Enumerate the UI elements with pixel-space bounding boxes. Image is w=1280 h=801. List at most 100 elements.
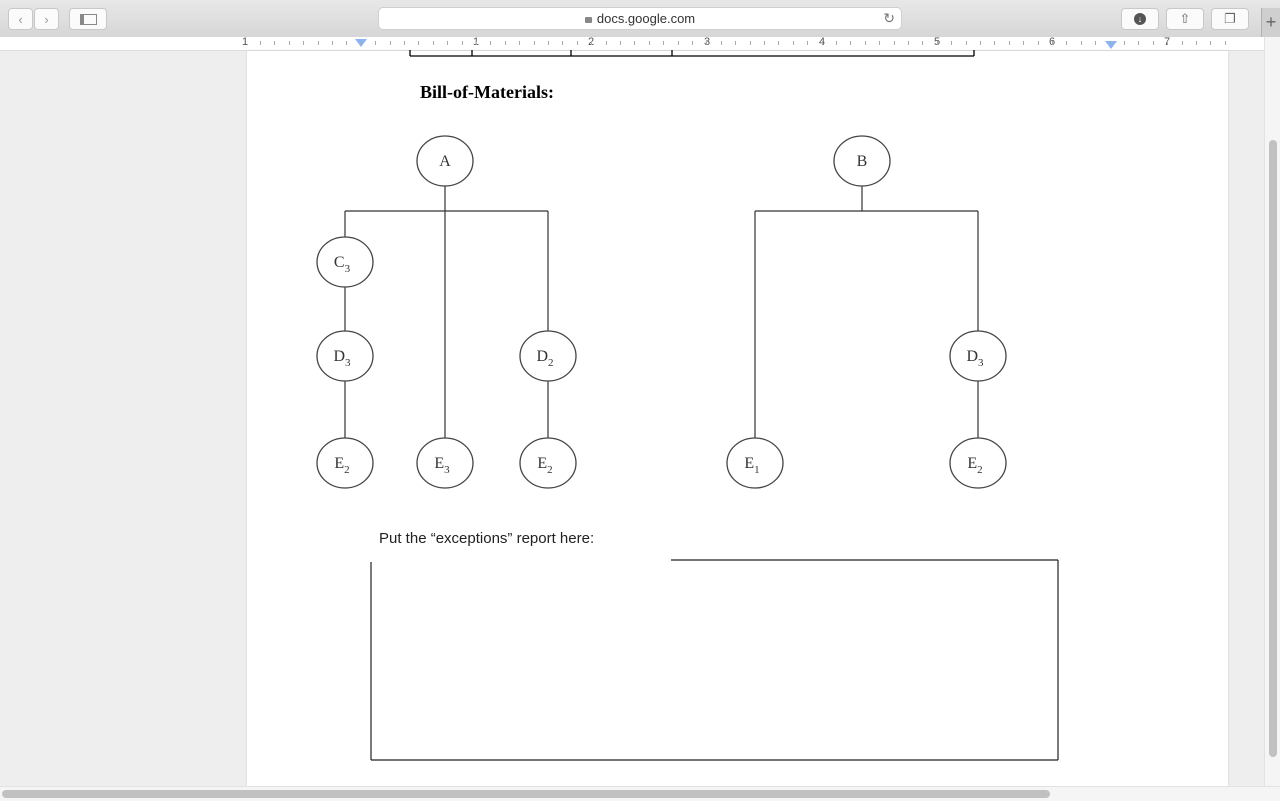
ruler-tick: [1124, 41, 1125, 45]
sidebar-icon: [79, 13, 97, 25]
ruler-tick: [1210, 41, 1212, 45]
ruler-tick: [548, 41, 549, 45]
bom-node-subscript: 3: [444, 464, 450, 476]
ruler-tick: [648, 41, 650, 45]
tabs-button[interactable]: ❐: [1211, 8, 1249, 30]
ruler-tick: [1037, 41, 1039, 45]
ruler-tick: [1008, 41, 1010, 45]
ruler-tick: [893, 41, 895, 45]
ruler-tick: [1066, 41, 1068, 45]
bom-node: [316, 236, 374, 288]
ruler-tick: [908, 41, 909, 45]
chevron-right-icon: ›: [44, 11, 49, 27]
ruler-tick: [850, 41, 852, 45]
bom-node: [316, 437, 374, 489]
ruler-tick: [1181, 41, 1183, 45]
bom-node-subscript: 2: [977, 464, 983, 476]
ruler-tick: [994, 41, 996, 45]
ruler-tick: [965, 41, 967, 45]
ruler-tick: [864, 41, 866, 45]
bom-heading: Bill-of-Materials:: [420, 82, 554, 102]
download-icon: ↓: [1134, 13, 1146, 25]
new-tab-button[interactable]: +: [1261, 8, 1280, 37]
right-indent-marker[interactable]: [1105, 41, 1117, 49]
bom-node-label: A: [439, 153, 451, 170]
share-icon: ⇧: [1179, 11, 1191, 26]
ruler-tick: [375, 41, 377, 45]
tabs-icon: ❐: [1224, 11, 1236, 26]
sidebar-button[interactable]: [69, 8, 107, 30]
bom-node-subscript: 2: [548, 357, 554, 369]
ruler-tick: [447, 41, 449, 45]
ruler-tick: [1224, 41, 1226, 45]
ruler-label: 1: [242, 36, 249, 48]
bom-node-subscript: 3: [345, 357, 351, 369]
ruler-tick: [692, 41, 693, 45]
bom-node: [949, 437, 1007, 489]
reload-icon[interactable]: ↻: [883, 10, 895, 26]
ruler-tick: [274, 41, 276, 45]
bom-node: [316, 330, 374, 382]
horizontal-scroll-thumb[interactable]: [2, 790, 1050, 798]
ruler-tick: [735, 41, 737, 45]
ruler-tick: [879, 41, 881, 45]
document-page[interactable]: [247, 51, 1228, 786]
vertical-scroll-thumb[interactable]: [1269, 140, 1277, 757]
ruler-tick: [490, 41, 492, 45]
bom-node: [416, 135, 474, 187]
bom-node: [833, 135, 891, 187]
ruler-tick: [1052, 41, 1053, 45]
forward-button[interactable]: ›: [34, 8, 59, 30]
ruler-tick: [346, 41, 348, 45]
bom-node-subscript: 1: [754, 464, 760, 476]
ruler-label: 7: [1164, 36, 1170, 48]
bom-node: [726, 437, 784, 489]
lock-icon: [584, 17, 592, 23]
bom-node: [416, 437, 474, 489]
ruler-tick: [720, 41, 722, 45]
bom-node: [519, 330, 577, 382]
ruler[interactable]: 1 1 2 3 4 5 6 7: [0, 36, 1264, 51]
bom-node-subscript: 3: [345, 263, 351, 275]
ruler-tick: [821, 41, 823, 45]
table-fragment: [409, 50, 975, 57]
ruler-tick: [360, 41, 362, 45]
horizontal-scrollbar[interactable]: [0, 786, 1280, 801]
bom-node-subscript: 2: [344, 464, 350, 476]
ruler-tick: [476, 41, 477, 45]
ruler-tick: [980, 41, 981, 45]
bom-node-subscript: 3: [978, 357, 984, 369]
back-button[interactable]: ‹: [8, 8, 33, 30]
ruler-tick: [332, 41, 333, 45]
share-button[interactable]: ⇧: [1166, 8, 1204, 30]
ruler-tick: [634, 41, 636, 45]
ruler-tick: [951, 41, 953, 45]
ruler-tick: [591, 41, 593, 45]
ruler-tick: [677, 41, 679, 45]
ruler-tick: [432, 41, 434, 45]
browser-toolbar: ‹ › docs.google.com ↻ ↓ ⇧ ❐ +: [0, 0, 1280, 38]
ruler-tick: [936, 41, 938, 45]
ruler-tick: [303, 41, 305, 45]
plus-icon: +: [1265, 12, 1277, 32]
url-text: docs.google.com: [596, 11, 696, 26]
ruler-tick: [562, 41, 564, 45]
ruler-tick: [533, 41, 535, 45]
ruler-tick: [922, 41, 924, 45]
ruler-tick: [418, 41, 420, 45]
address-bar[interactable]: docs.google.com ↻: [378, 7, 902, 30]
ruler-tick: [1152, 41, 1154, 45]
ruler-tick: [1109, 41, 1111, 45]
ruler-tick: [576, 41, 578, 45]
bom-node: [519, 437, 577, 489]
ruler-tick: [404, 41, 405, 45]
ruler-tick: [706, 41, 708, 45]
bom-node: [949, 330, 1007, 382]
vertical-scrollbar[interactable]: [1264, 37, 1280, 786]
ruler-tick: [807, 41, 809, 45]
ruler-tick: [389, 41, 391, 45]
ruler-tick: [1095, 41, 1097, 45]
download-button[interactable]: ↓: [1121, 8, 1159, 30]
ruler-tick: [620, 41, 621, 45]
